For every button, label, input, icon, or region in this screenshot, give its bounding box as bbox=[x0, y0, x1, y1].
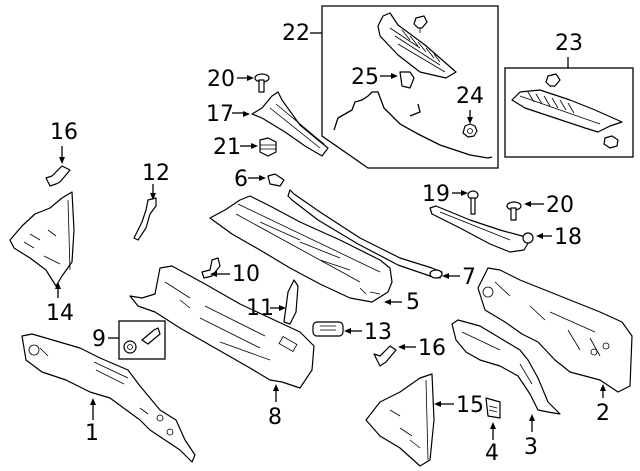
callout-6: 6 bbox=[234, 167, 248, 192]
part-cowl-grille-23 bbox=[511, 73, 623, 149]
callout-24: 24 bbox=[456, 84, 484, 109]
callout-15: 15 bbox=[456, 393, 484, 418]
part-11-bracket bbox=[283, 279, 299, 325]
callout-12: 12 bbox=[142, 161, 170, 186]
part-7-seal bbox=[287, 189, 443, 279]
callout-22: 22 bbox=[282, 21, 310, 46]
part-10-bracket bbox=[201, 257, 221, 279]
callout-16-right: 16 bbox=[418, 336, 446, 361]
callout-20-right: 20 bbox=[546, 193, 574, 218]
callout-23: 23 bbox=[555, 31, 583, 56]
callout-25: 25 bbox=[351, 65, 379, 90]
part-13-vent bbox=[312, 321, 344, 337]
part-16-clip-right bbox=[373, 345, 397, 367]
part-14-side-panel bbox=[9, 191, 75, 287]
callout-10: 10 bbox=[232, 262, 260, 287]
part-20-screw-right bbox=[506, 201, 522, 221]
part-5-cowl-panel bbox=[209, 195, 393, 303]
callout-18: 18 bbox=[554, 225, 582, 250]
callout-11: 11 bbox=[246, 296, 274, 321]
part-18-bracket bbox=[429, 205, 534, 253]
group-box-23 bbox=[504, 57, 634, 158]
callout-20-top: 20 bbox=[207, 67, 235, 92]
part-washer-hose bbox=[333, 91, 493, 159]
part-20-screw-top bbox=[254, 73, 270, 93]
callout-2: 2 bbox=[596, 401, 610, 426]
callout-leaders bbox=[55, 73, 606, 440]
callout-labels: 1 2 3 4 5 6 7 8 9 10 11 12 13 14 15 16 1… bbox=[46, 21, 610, 466]
part-12-bracket bbox=[133, 197, 157, 241]
part-24-nut bbox=[462, 123, 478, 138]
callout-19: 19 bbox=[422, 182, 450, 207]
part-16-clip-left bbox=[45, 165, 71, 187]
callout-4: 4 bbox=[485, 441, 499, 466]
callout-5: 5 bbox=[406, 290, 420, 315]
part-15-side-panel bbox=[365, 373, 435, 467]
callout-1: 1 bbox=[85, 421, 99, 446]
part-19-pin bbox=[467, 190, 479, 215]
callout-13: 13 bbox=[364, 320, 392, 345]
callout-8: 8 bbox=[268, 405, 282, 430]
part-4-plate bbox=[485, 397, 501, 419]
callout-14: 14 bbox=[46, 301, 74, 326]
part-25-clip bbox=[399, 71, 415, 89]
callout-3: 3 bbox=[524, 435, 538, 460]
part-1-dash-panel bbox=[21, 333, 196, 463]
group-box-22 bbox=[310, 5, 499, 169]
part-6-clip bbox=[267, 173, 285, 187]
part-cowl-grille-upper bbox=[377, 12, 457, 79]
group-box-9 bbox=[108, 320, 166, 360]
part-17-bracket bbox=[251, 91, 329, 157]
callout-7: 7 bbox=[462, 265, 476, 290]
part-8-cowl-lower bbox=[129, 265, 315, 389]
part-2-dash-panel bbox=[477, 267, 633, 393]
callout-17: 17 bbox=[206, 102, 234, 127]
callout-16-left: 16 bbox=[50, 120, 78, 145]
part-3-side-panel bbox=[451, 319, 561, 415]
callout-21: 21 bbox=[213, 135, 241, 160]
part-21-grommet bbox=[259, 137, 277, 157]
callout-9: 9 bbox=[92, 327, 106, 352]
